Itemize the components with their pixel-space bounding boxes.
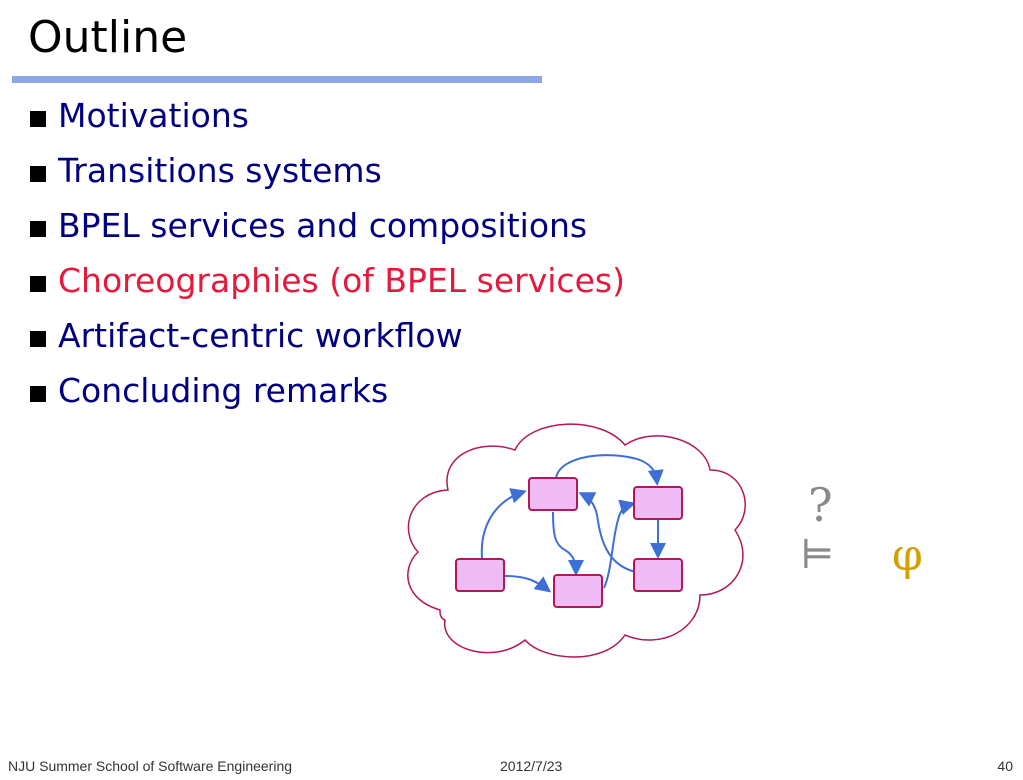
outline-item-label: Motivations (58, 96, 249, 135)
state-node (633, 486, 683, 520)
bullet-square-icon (30, 166, 46, 182)
footer-page-number: 40 (997, 758, 1013, 774)
phi-formula-symbol: φ (892, 530, 923, 581)
outline-item-label: Concluding remarks (58, 371, 389, 410)
bullet-square-icon (30, 221, 46, 237)
bullet-square-icon (30, 386, 46, 402)
state-node (528, 477, 578, 511)
bullet-square-icon (30, 276, 46, 292)
outline-item-label: Artifact-centric workflow (58, 316, 463, 355)
bullet-square-icon (30, 111, 46, 127)
models-symbol: ⊨ (800, 532, 835, 578)
question-mark: ? (808, 478, 833, 532)
outline-item-label: BPEL services and compositions (58, 206, 588, 245)
footer-school-name: NJU Summer School of Software Engineerin… (8, 758, 293, 774)
service-cloud-diagram (407, 423, 746, 658)
footer-date: 2012/7/23 (500, 758, 563, 774)
title-underline (12, 76, 542, 83)
state-node (633, 558, 683, 592)
outline-item-label: Choreographies (of BPEL services) (58, 261, 625, 300)
bullet-square-icon (30, 331, 46, 347)
state-node (553, 574, 603, 608)
slide-title: Outline (28, 12, 188, 63)
outline-item-label: Transitions systems (58, 151, 382, 190)
workflow-arrows (480, 454, 666, 593)
state-node (455, 558, 505, 592)
workflow-nodes (455, 477, 683, 608)
